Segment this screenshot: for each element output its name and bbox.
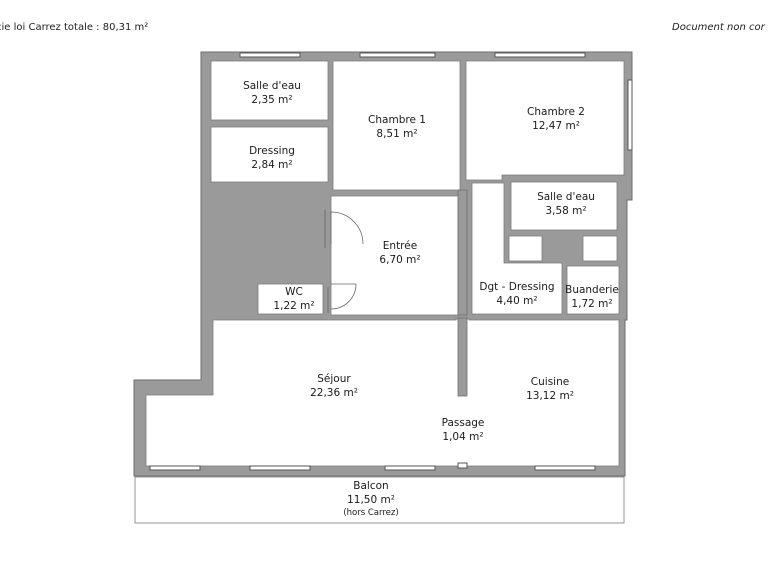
door-entree <box>330 211 364 245</box>
floor-living <box>145 318 620 467</box>
total-surface-label: cie loi Carrez totale : 80,31 m² <box>0 22 149 33</box>
floor-wc <box>257 283 324 315</box>
floor-dgt-dressing <box>471 182 563 315</box>
floor-balcon <box>134 476 625 524</box>
wall-sejour-cuisine <box>457 317 468 397</box>
floor-chambre-2 <box>465 60 625 181</box>
document-notice: Document non cor <box>672 22 765 33</box>
balcon-note: (hors Carrez) <box>343 508 399 518</box>
wall-stub-entree <box>457 189 468 316</box>
floor-salle-deau-2 <box>510 181 618 231</box>
floor-dressing <box>210 126 329 183</box>
floor-buanderie <box>566 265 620 315</box>
windows <box>149 52 633 471</box>
doors <box>324 210 364 313</box>
floor-closet-b <box>582 235 618 262</box>
floor-salle-deau-1 <box>210 60 329 121</box>
room-floors <box>134 60 625 524</box>
floor-closet-a <box>508 235 543 262</box>
door-wc <box>330 283 357 310</box>
wall-closet <box>574 236 579 262</box>
